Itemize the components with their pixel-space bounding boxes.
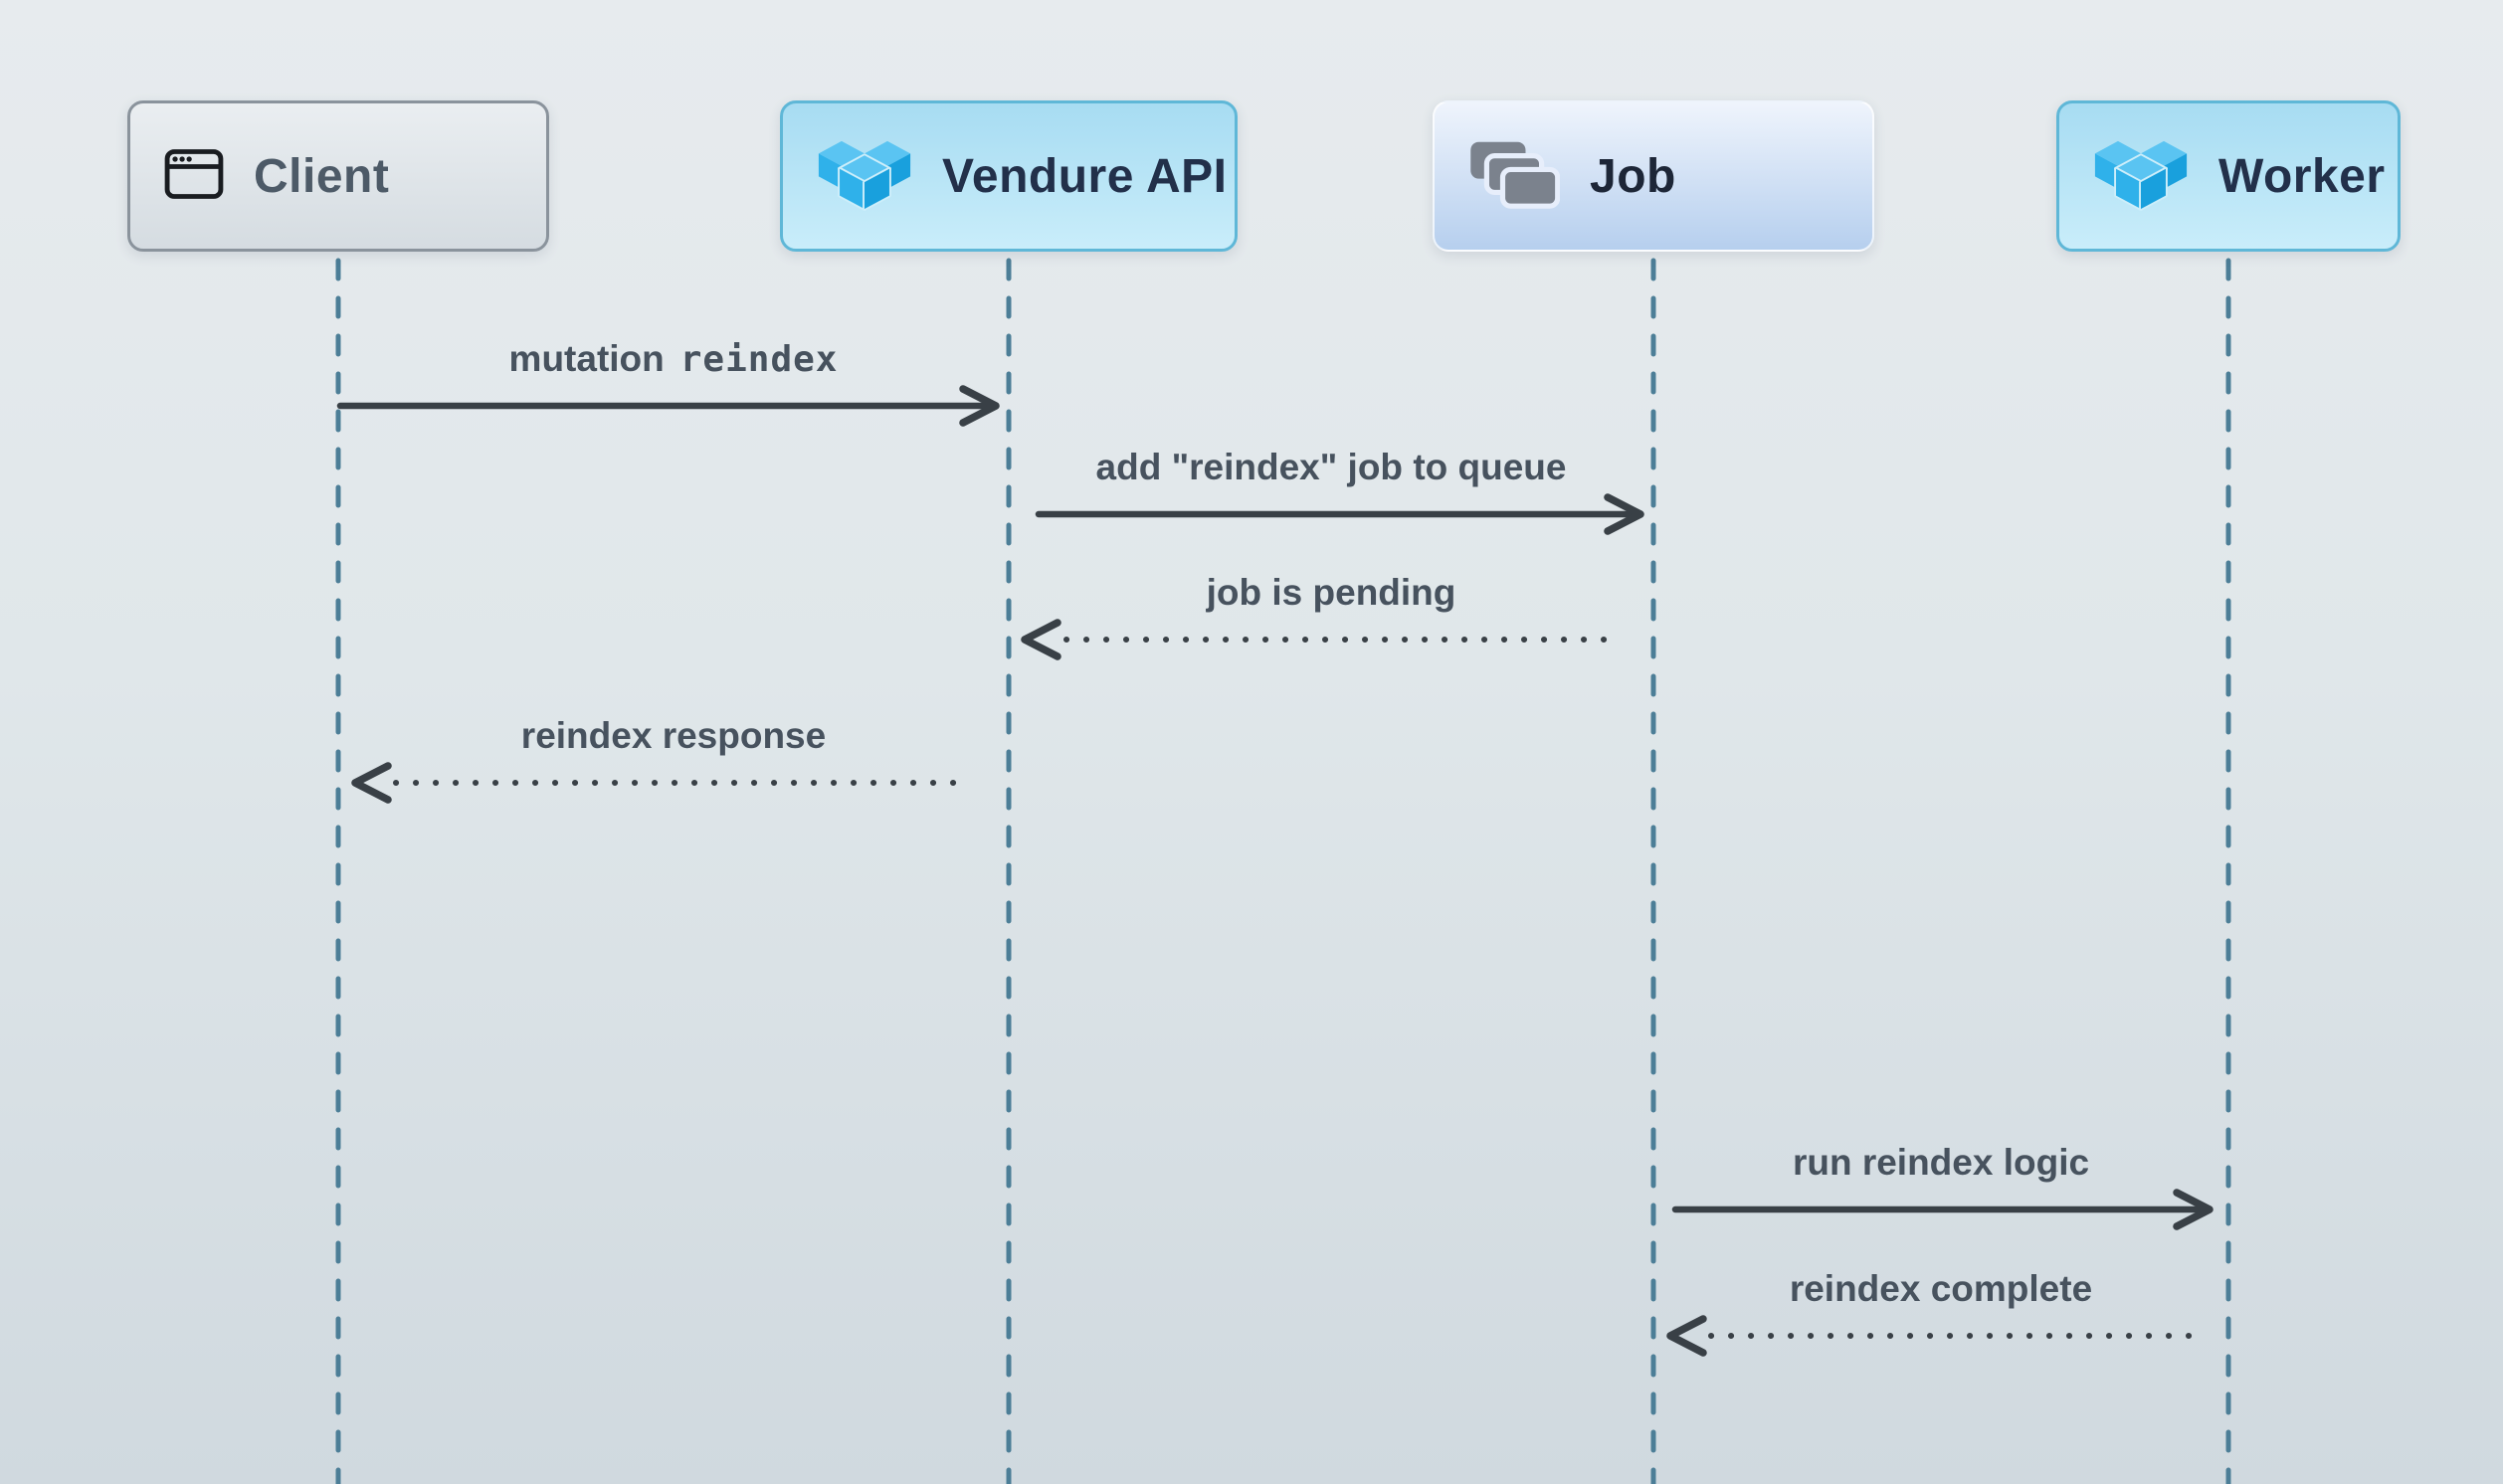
actor-worker: Worker <box>2056 100 2401 252</box>
code-span-reindex: reindex <box>679 339 839 380</box>
arrow-reindex-response <box>351 762 973 804</box>
message-text: reindex complete <box>1789 1268 2093 1309</box>
actor-label-job: Job <box>1590 149 1676 203</box>
actor-client: Client <box>127 100 549 252</box>
vendure-logo-icon <box>2093 134 2189 218</box>
message-label-reindex-complete: reindex complete <box>1790 1267 2092 1311</box>
stacked-cards-icon <box>1468 139 1561 214</box>
message-label-run-reindex-logic: run reindex logic <box>1793 1141 2089 1185</box>
arrow-add-job-to-queue <box>1035 493 1644 535</box>
message-label-reindex-response: reindex response <box>521 714 826 758</box>
actor-label-client: Client <box>254 149 390 203</box>
arrow-run-reindex-logic <box>1671 1189 2214 1230</box>
message-text: mutation <box>508 338 665 379</box>
arrow-mutation-reindex <box>336 385 1000 427</box>
message-text: reindex response <box>520 715 827 756</box>
message-label-job-is-pending: job is pending <box>1207 571 1456 615</box>
actor-label-worker: Worker <box>2218 149 2386 203</box>
arrow-reindex-complete <box>1666 1315 2194 1357</box>
message-text: run reindex logic <box>1792 1142 2090 1183</box>
browser-window-icon <box>164 148 224 205</box>
message-label-mutation-reindex: mutation reindex <box>509 337 839 382</box>
arrow-job-is-pending <box>1021 619 1617 660</box>
actor-job: Job <box>1433 100 1874 252</box>
message-text: add "reindex" job to queue <box>1095 447 1567 487</box>
message-text: job is pending <box>1206 572 1456 613</box>
actor-label-vendure-api: Vendure API <box>942 149 1228 203</box>
message-label-add-job: add "reindex" job to queue <box>1096 446 1567 489</box>
vendure-logo-icon <box>817 134 912 218</box>
actor-vendure-api: Vendure API <box>780 100 1238 252</box>
